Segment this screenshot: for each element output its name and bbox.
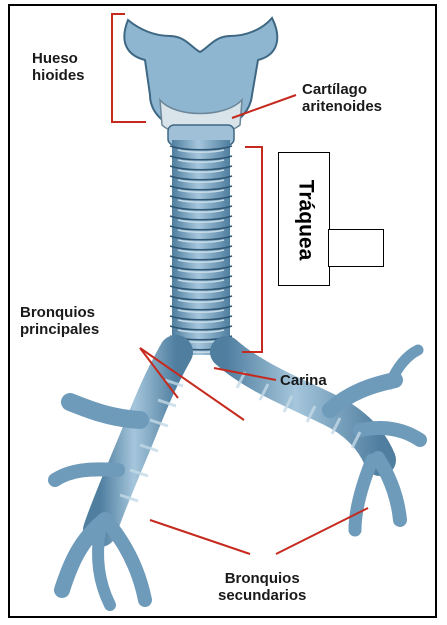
label-traquea: Tráquea [293,180,317,261]
bronchi [55,350,420,605]
empty-box [328,229,384,267]
hyoid-larynx [124,18,277,145]
label-hueso-hioides: Hueso hioides [32,50,85,84]
label-bronquios-secundarios: Bronquios secundarios [218,570,306,604]
label-carina: Carina [280,372,327,389]
trachea-rings [170,140,232,355]
traquea-label-box: Tráquea [278,152,330,286]
label-bronquios-principales: Bronquios principales [20,304,99,338]
label-cartilago-aritenoides: Cartílago aritenoides [302,81,382,115]
